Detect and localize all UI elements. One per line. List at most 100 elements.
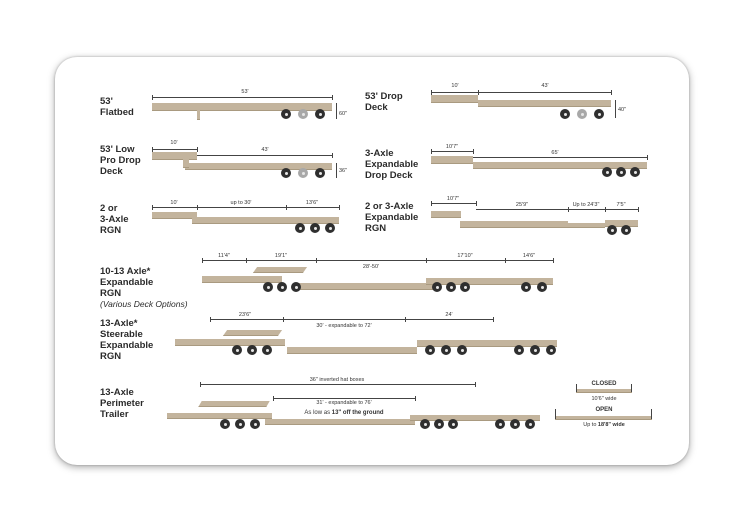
- exp-drop-label: 3-Axle Expandable Drop Deck: [365, 148, 419, 181]
- rgn-1013-label: 10-13 Axle* Expandable RGN (Various Deck…: [100, 255, 188, 321]
- tire: [262, 345, 272, 355]
- rgn-1013-d3: 28'-50': [362, 264, 380, 270]
- steer-d2: 30' - expandable to 72': [316, 323, 372, 329]
- dim-tick: [505, 258, 506, 263]
- dim-tick: [332, 153, 333, 158]
- tire: [457, 345, 467, 355]
- flatbed-landing-gear: [197, 110, 200, 120]
- rgn-1013-sublabel: (Various Deck Options): [100, 299, 188, 309]
- dim-tick: [431, 201, 432, 206]
- dim-line: [200, 384, 475, 385]
- drop-deck-lower: 43': [541, 83, 549, 89]
- tire: [432, 282, 442, 292]
- rgn-1013-main-deck: [295, 283, 435, 290]
- low-pro-upper-deck: [152, 152, 197, 160]
- steer-label: 13-Axle* Steerable Expandable RGN: [100, 318, 154, 362]
- tire: [247, 345, 257, 355]
- legend-open-width-value: 18'8" wide: [597, 422, 625, 428]
- exp-rgn-deck: 25'9": [515, 202, 529, 208]
- tire-ghost: [298, 109, 308, 119]
- rgn-1013-d5: 14'6": [522, 253, 536, 259]
- tire: [441, 345, 451, 355]
- rgn-23-neck: 10': [170, 200, 178, 206]
- drop-deck-height: 40": [618, 107, 627, 113]
- steer-gooseneck: [222, 330, 283, 336]
- steer-rear-deck: [417, 340, 557, 347]
- dim-tick: [478, 90, 479, 95]
- dim-tick: [339, 205, 340, 210]
- flatbed-height: 60": [339, 111, 348, 117]
- dim-line: [568, 209, 605, 210]
- tire: [495, 419, 505, 429]
- tire: [514, 345, 524, 355]
- dim-tick: [246, 258, 247, 263]
- dim-tick: [611, 90, 612, 95]
- dim-tick: [197, 147, 198, 152]
- perimeter-gooseneck: [198, 401, 270, 407]
- dim-tick: [405, 317, 406, 322]
- legend-open-bar: [555, 416, 652, 420]
- legend-open-edge: [555, 409, 556, 419]
- low-pro-upper: 10': [170, 140, 178, 146]
- dim-tick: [202, 258, 203, 263]
- dim-tick: [200, 382, 201, 387]
- dim-tick: [332, 95, 333, 100]
- tire: [616, 167, 626, 177]
- tire: [281, 168, 291, 178]
- tire: [277, 282, 287, 292]
- legend-closed-bar: [576, 389, 632, 393]
- rgn-23-main-deck: [192, 217, 339, 224]
- rgn-1013-gooseneck: [252, 267, 308, 273]
- drop-deck-lower-deck: [478, 100, 611, 107]
- perimeter-front: [167, 413, 272, 419]
- flatbed-deck: [152, 103, 332, 111]
- steer-main-deck: [287, 347, 417, 354]
- flatbed-label: 53' Flatbed: [100, 96, 134, 118]
- dim-line: [473, 157, 647, 158]
- perimeter-mid: 31' - expandable to 76': [316, 400, 372, 406]
- dim-line: [283, 319, 405, 320]
- dim-line: [316, 260, 426, 261]
- tire-ghost: [298, 168, 308, 178]
- tire: [232, 345, 242, 355]
- tire: [460, 282, 470, 292]
- dim-line: [273, 398, 415, 399]
- tire: [602, 167, 612, 177]
- rgn-1013-d1: 11'4": [218, 253, 230, 259]
- low-pro-lower: 43': [261, 147, 269, 153]
- dim-tick: [426, 258, 427, 263]
- dim-line: [152, 149, 197, 150]
- exp-rgn-label: 2 or 3-Axle Expandable RGN: [365, 201, 419, 234]
- dim-line: [478, 92, 611, 93]
- tire: [295, 223, 305, 233]
- dim-line: [476, 209, 568, 210]
- tire: [537, 282, 547, 292]
- tire: [446, 282, 456, 292]
- tire: [420, 419, 430, 429]
- exp-rgn-rear: 7'5": [616, 202, 626, 208]
- tire: [525, 419, 535, 429]
- exp-rgn-ext-deck: [568, 223, 605, 228]
- dim-tick: [647, 155, 648, 160]
- legend-closed-width: 10'6" wide: [591, 396, 617, 402]
- tire: [291, 282, 301, 292]
- tire: [607, 225, 617, 235]
- tire: [220, 419, 230, 429]
- drop-deck-upper-deck: [431, 95, 478, 103]
- tire: [263, 282, 273, 292]
- tire: [546, 345, 556, 355]
- dim-tick: [152, 147, 153, 152]
- legend-open-width: Up to 18'8" wide: [583, 422, 625, 428]
- tire: [425, 345, 435, 355]
- tire: [560, 109, 570, 119]
- exp-rgn-ext: Up to 24'3": [572, 202, 600, 208]
- tire: [521, 282, 531, 292]
- dim-tick: [316, 258, 317, 263]
- dim-tick: [473, 149, 474, 154]
- low-pro-label: 53' Low Pro Drop Deck: [100, 144, 141, 177]
- tire: [310, 223, 320, 233]
- perimeter-note-bold: 13" off the ground: [331, 410, 384, 416]
- rgn-23-rear: 13'6": [305, 200, 319, 206]
- exp-rgn-neck: 10'7": [446, 196, 460, 202]
- flatbed-length: 53': [241, 89, 249, 95]
